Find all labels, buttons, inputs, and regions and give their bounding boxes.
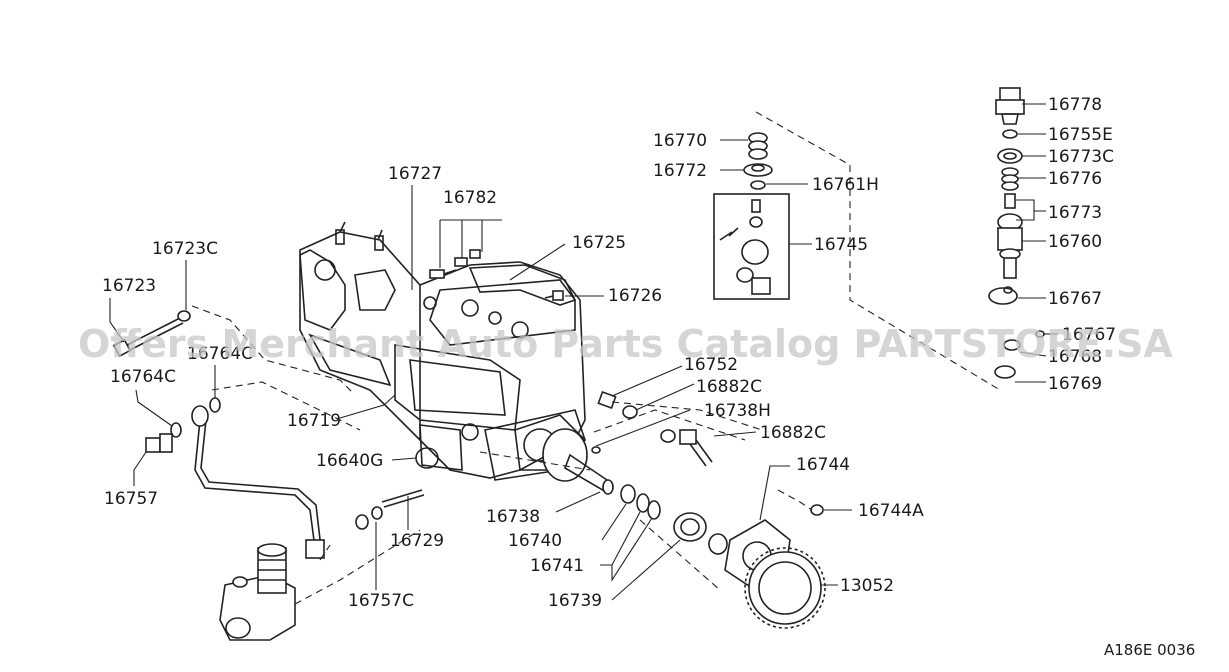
callout-16738: 16738 (486, 507, 540, 527)
drive-shaft-16738 (542, 428, 614, 495)
holder-16778 (995, 87, 1025, 125)
callout-16782: 16782 (443, 188, 497, 208)
part-16768 (1003, 339, 1021, 351)
eye-bolt-16757 (145, 433, 173, 453)
washer-16764C-b (209, 397, 221, 413)
callout-16757C: 16757C (348, 591, 414, 611)
callout-16723C: 16723C (152, 239, 218, 259)
callout-16757: 16757 (104, 489, 158, 509)
callout-16739: 16739 (548, 591, 602, 611)
washer-16740 (620, 484, 636, 504)
o-ring-16755E (1002, 129, 1018, 139)
washer-16882C-a (622, 405, 638, 419)
barrel-16760 (997, 227, 1023, 279)
fuel-pipe (191, 405, 325, 559)
callout-16744A: 16744A (858, 501, 924, 521)
reference-code: A186E 0036 (1104, 641, 1195, 659)
spring-16776 (1001, 167, 1019, 191)
box-16745 (713, 193, 790, 300)
bolt-16882C (679, 429, 713, 467)
nut-16757C (355, 506, 383, 530)
callout-16768: 16768 (1048, 347, 1102, 367)
callout-16769: 16769 (1048, 374, 1102, 394)
valve-16773 (997, 193, 1023, 231)
callout-labels: 16778 16755E 16773C 16776 16773 16760 16… (102, 95, 1116, 611)
callout-13052: 13052 (840, 576, 894, 596)
plug-16752 (597, 390, 617, 410)
callout-16738H: 16738H (704, 401, 771, 421)
key-16738H (591, 446, 601, 454)
bearing-16739 (673, 512, 707, 542)
gasket-16725 (468, 264, 577, 306)
washer-16764C-a (170, 422, 182, 438)
callout-16727: 16727 (388, 164, 442, 184)
callout-16640G: 16640G (316, 451, 383, 471)
washer-16773C (997, 148, 1023, 164)
spacer (708, 533, 728, 555)
leader-lines (109, 103, 1058, 601)
callout-16719: 16719 (287, 411, 341, 431)
callout-16764C-b: 16764C (110, 367, 176, 387)
callout-16778: 16778 (1048, 95, 1102, 115)
callout-16767-a: 16767 (1048, 289, 1102, 309)
callout-16744: 16744 (796, 455, 850, 475)
feed-pump (219, 543, 296, 641)
callout-16767-b: 16767 (1062, 325, 1116, 345)
stud-16729 (381, 489, 425, 508)
callout-16723: 16723 (102, 276, 156, 296)
gear-13052 (744, 547, 826, 629)
washer-16882C-b (660, 429, 676, 443)
callout-16772: 16772 (653, 161, 707, 181)
callout-16745: 16745 (814, 235, 868, 255)
bolt-16744A (810, 504, 824, 516)
callout-16726: 16726 (608, 286, 662, 306)
callout-16776: 16776 (1048, 169, 1102, 189)
callout-16770: 16770 (653, 131, 707, 151)
callout-16725: 16725 (572, 233, 626, 253)
bolts-16782 (429, 249, 481, 279)
injection-pump-body (299, 221, 587, 481)
callout-16882C-b: 16882C (760, 423, 826, 443)
bolt-16723 (112, 317, 184, 358)
callout-16760: 16760 (1048, 232, 1102, 252)
ring-16761H (750, 180, 766, 190)
callout-16764C-a: 16764C (187, 344, 253, 364)
part-16767 (988, 286, 1018, 305)
spring-16770 (748, 132, 768, 160)
callout-16729: 16729 (390, 531, 444, 551)
callout-16882C-a: 16882C (696, 377, 762, 397)
washers-16741 (636, 493, 661, 520)
callout-16755E: 16755E (1048, 125, 1113, 145)
callout-16773: 16773 (1048, 203, 1102, 223)
screw-16726 (544, 290, 564, 301)
seat-16772 (743, 163, 773, 177)
callout-16741: 16741 (530, 556, 584, 576)
part-16769 (994, 365, 1016, 379)
watermark: Offers Merchant Auto Parts Catalog PARTS… (78, 322, 1173, 366)
callout-16773C: 16773C (1048, 147, 1114, 167)
callout-16761H: 16761H (812, 175, 879, 195)
callout-16740: 16740 (508, 531, 562, 551)
washer-16723C (177, 310, 191, 322)
plunger-16745 (719, 199, 771, 295)
callout-16752: 16752 (684, 355, 738, 375)
assembly-lines (191, 111, 1001, 605)
